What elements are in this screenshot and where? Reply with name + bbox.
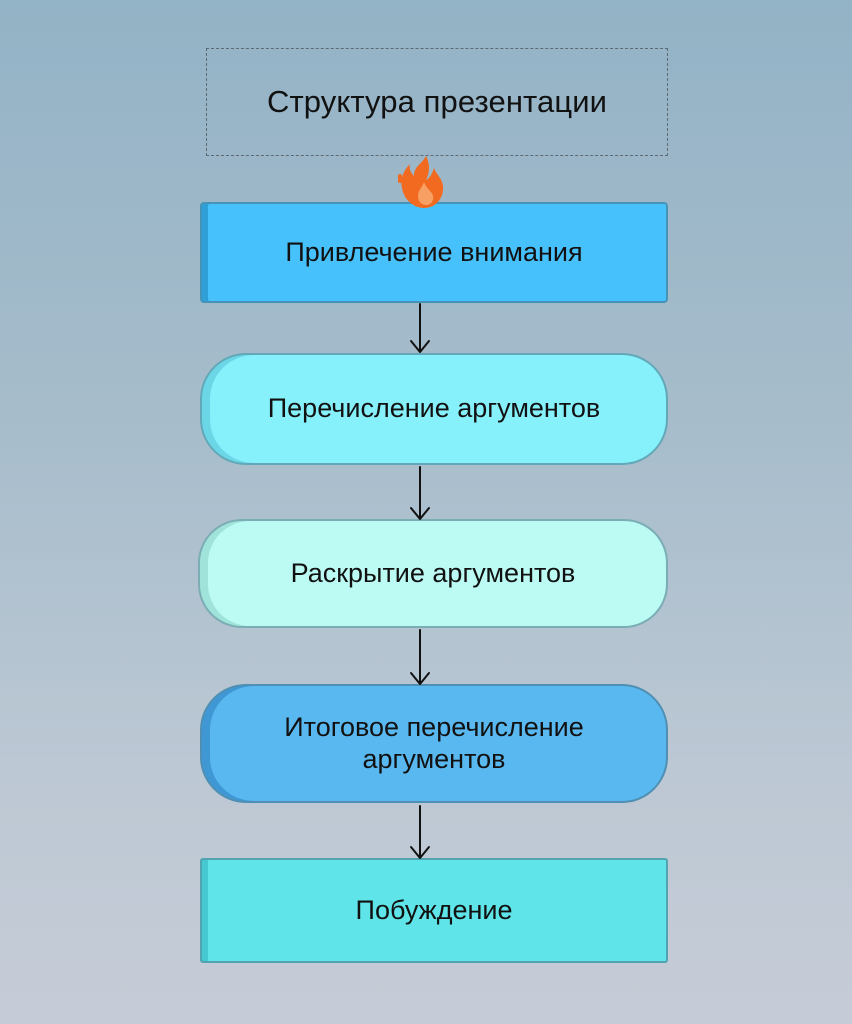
arrow-1	[410, 303, 430, 353]
arrow-4	[410, 805, 430, 859]
diagram-title: Структура презентации	[206, 48, 668, 156]
step-attention-label: Привлечение внимания	[285, 236, 583, 267]
fire-icon-spark-2	[403, 180, 407, 189]
step-list-arguments: Перечисление аргументов	[200, 353, 668, 465]
step-reveal-arguments: Раскрытие аргументов	[198, 519, 668, 628]
step-summary-arguments-label: Итоговое перечисление аргументов	[284, 712, 584, 774]
step-summary-arguments: Итоговое перечисление аргументов	[200, 684, 668, 803]
step-list-arguments-label: Перечисление аргументов	[267, 393, 601, 424]
step-reveal-arguments-label: Раскрытие аргументов	[290, 557, 576, 588]
arrow-2	[410, 466, 430, 520]
diagram-title-text: Структура презентации	[266, 84, 608, 119]
step-call-to-action-label: Побуждение	[355, 894, 513, 925]
fire-icon	[398, 156, 444, 208]
step-attention: Привлечение внимания	[200, 202, 668, 303]
step-call-to-action: Побуждение	[200, 858, 668, 963]
fire-icon-inner	[418, 182, 434, 205]
arrow-3	[410, 629, 430, 685]
fire-icon-spark-1	[398, 174, 402, 183]
